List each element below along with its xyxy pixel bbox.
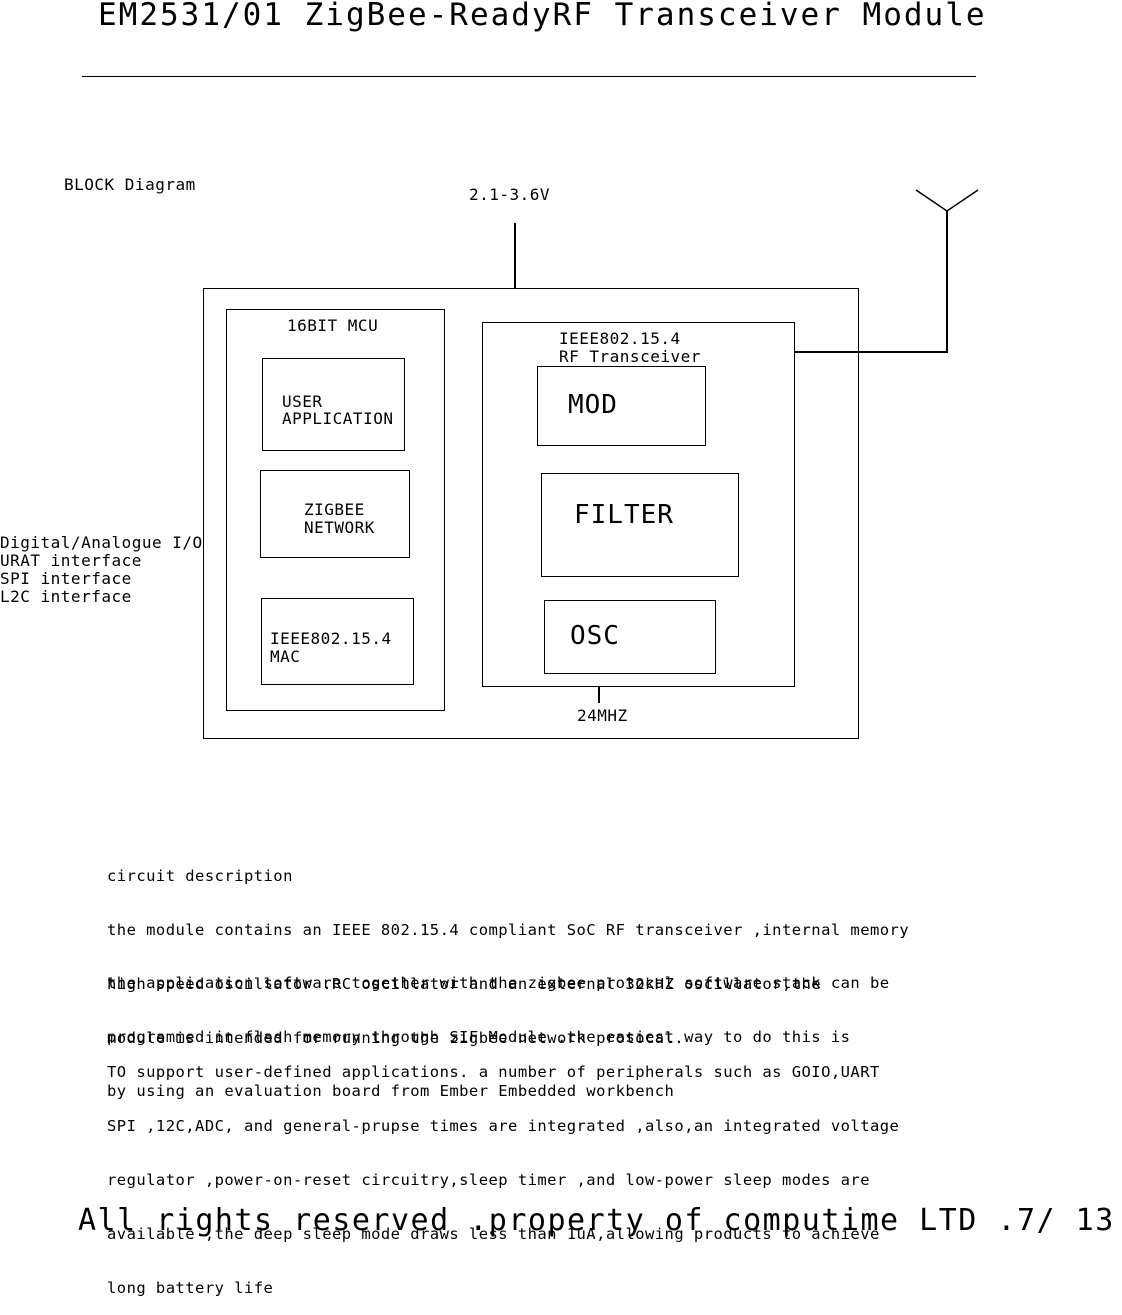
antenna-mast — [946, 210, 948, 352]
antenna-icon — [915, 189, 979, 212]
description-paragraph-1: circuit description the module contains … — [107, 831, 909, 1065]
filter-label: FILTER — [574, 500, 674, 530]
mac-box — [261, 598, 414, 685]
description-paragraph-2: the application software together with t… — [107, 938, 890, 1118]
user-application-box — [262, 358, 405, 451]
zigbee-network-line1: ZIGBEE — [304, 500, 365, 519]
antenna-feed-line — [795, 351, 948, 353]
zigbee-network-box — [260, 470, 410, 558]
supply-line — [514, 223, 516, 289]
text-line: regulator ,power-on-reset circuitry,slee… — [107, 1171, 870, 1189]
text-line: high speed oscillator .RC oscillator and… — [107, 975, 822, 993]
mac-line1: IEEE802.15.4 — [270, 629, 392, 648]
user-application-line2: APPLICATION — [282, 409, 394, 428]
zigbee-network-line2: NETWORK — [304, 518, 375, 537]
text-line: circuit description — [107, 867, 293, 885]
mod-box — [537, 366, 706, 446]
footer-copyright: All rights reserved .property of computi… — [78, 1203, 1115, 1238]
mac-line2: MAC — [270, 647, 301, 666]
interface-digital-analogue: Digital/Analogue I/O — [0, 533, 203, 552]
filter-box — [541, 473, 739, 577]
interface-l2c: L2C interface — [0, 587, 132, 606]
supply-voltage-label: 2.1-3.6V — [469, 185, 551, 204]
text-line: SPI ,12C,ADC, and general-prupse times a… — [107, 1117, 900, 1135]
text-line: the module contains an IEEE 802.15.4 com… — [107, 921, 910, 939]
description-paragraph-3: TO support user-defined applications. a … — [107, 1027, 899, 1315]
module-box — [203, 288, 859, 739]
user-application-line1: USER — [282, 392, 323, 411]
interface-urat: URAT interface — [0, 551, 142, 570]
osc-box — [544, 600, 716, 674]
text-line: long battery life — [107, 1279, 274, 1297]
page-title: EM2531/01 ZigBee-ReadyRF Transceiver Mod… — [98, 0, 987, 33]
rf-transceiver-box — [482, 322, 795, 687]
text-line: the application software together with t… — [107, 974, 890, 992]
block-diagram-label: BLOCK Diagram — [64, 175, 196, 194]
osc-label: OSC — [570, 621, 620, 651]
text-line: available ,the deep sleep mode draws les… — [107, 1225, 880, 1243]
text-line: module is intended for running the zigbe… — [107, 1029, 685, 1047]
mod-label: MOD — [568, 390, 618, 420]
rf-title-line2: RF Transceiver — [559, 347, 701, 366]
clock-line — [598, 687, 600, 703]
text-line: TO support user-defined applications. a … — [107, 1063, 880, 1081]
clock-label: 24MHZ — [577, 706, 628, 725]
mcu-title: 16BIT MCU — [287, 316, 379, 335]
interface-spi: SPI interface — [0, 569, 132, 588]
title-underline — [82, 76, 976, 77]
text-line: programmed in flash memory through SIF M… — [107, 1028, 851, 1046]
rf-title-line1: IEEE802.15.4 — [559, 329, 681, 348]
text-line: by using an evaluation board from Ember … — [107, 1082, 675, 1100]
mcu-box — [226, 309, 445, 711]
